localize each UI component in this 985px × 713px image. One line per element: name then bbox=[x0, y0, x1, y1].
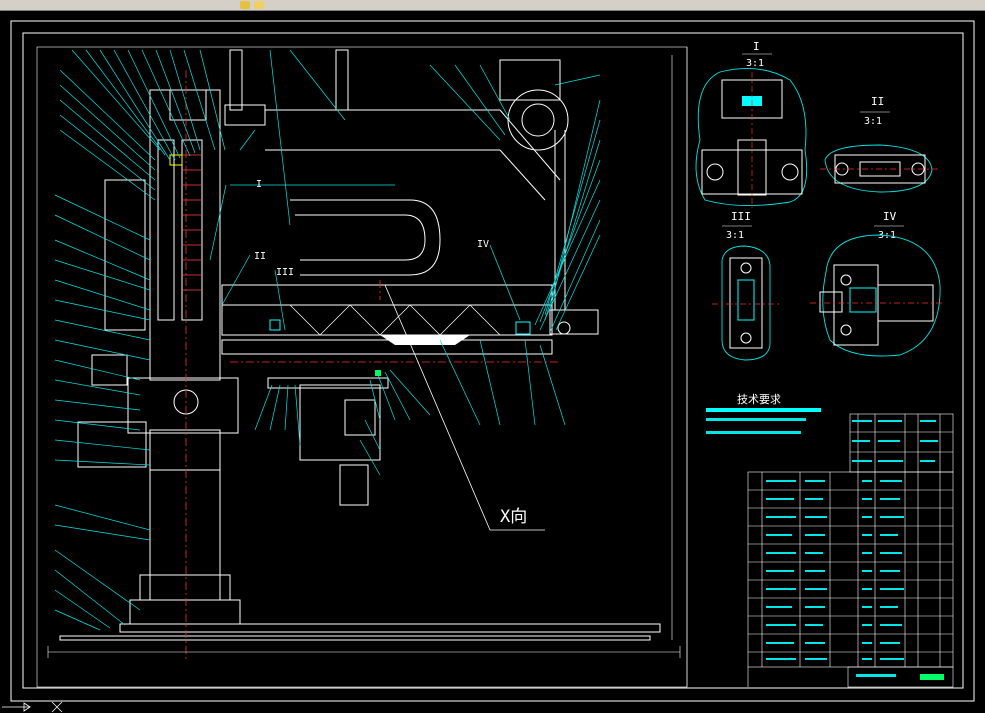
title-block-marks bbox=[920, 674, 944, 680]
tech-req-title: 技术要求 bbox=[737, 393, 781, 406]
svg-text:I: I bbox=[753, 40, 760, 53]
detail-view-ii: II 3:1 bbox=[820, 95, 940, 193]
main-callouts: I II III IV bbox=[254, 179, 489, 278]
leader-lines bbox=[54, 49, 601, 631]
callout-iv: IV bbox=[477, 239, 489, 250]
highlight-parts bbox=[169, 154, 571, 376]
main-assembly-view bbox=[59, 49, 661, 641]
dimension-lines bbox=[47, 55, 681, 658]
svg-text:3:1: 3:1 bbox=[746, 58, 764, 69]
callout-ii: II bbox=[254, 251, 266, 262]
detail-view-iv: IV 3:1 bbox=[810, 210, 945, 357]
callout-iii: III bbox=[276, 267, 294, 278]
open-icon[interactable] bbox=[240, 1, 250, 9]
callout-i: I bbox=[256, 179, 262, 190]
view-x-annotation: X向 bbox=[384, 284, 545, 531]
centerlines bbox=[185, 70, 560, 660]
technical-requirements: 技术要求 bbox=[706, 393, 821, 434]
inner-frame bbox=[22, 32, 964, 689]
svg-text:II: II bbox=[871, 95, 884, 108]
ucs-icon bbox=[2, 701, 63, 713]
star-icon[interactable] bbox=[254, 1, 264, 9]
toolbar-strip bbox=[0, 0, 985, 11]
drawing-canvas[interactable]: X向 I II III IV I 3:1 bbox=[0, 10, 985, 713]
detail-view-iii: III 3:1 bbox=[712, 210, 780, 361]
outer-frame bbox=[10, 20, 975, 702]
svg-text:III: III bbox=[731, 210, 751, 223]
svg-text:3:1: 3:1 bbox=[726, 230, 744, 241]
detail-view-i: I 3:1 bbox=[695, 40, 808, 208]
svg-text:IV: IV bbox=[883, 210, 897, 223]
view-x-label: X向 bbox=[500, 507, 527, 527]
parts-list-text bbox=[766, 420, 938, 677]
svg-text:3:1: 3:1 bbox=[864, 116, 882, 127]
parts-list-table bbox=[747, 413, 954, 688]
